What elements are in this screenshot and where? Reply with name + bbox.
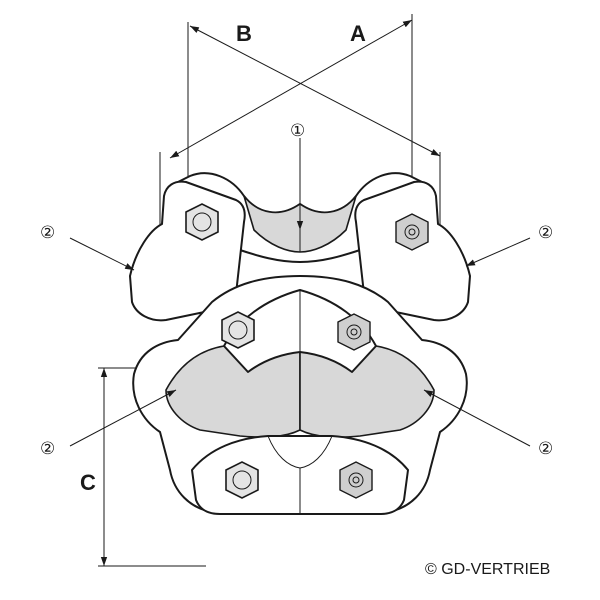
bolt-head-icon: [225, 461, 259, 499]
nut-icon: [339, 461, 373, 499]
dimension-lines: [98, 14, 441, 567]
nut-icon: [395, 213, 429, 251]
callout-leaders: [69, 138, 531, 447]
dimension-label-c: C: [80, 470, 96, 495]
dimension-label-a: A: [350, 21, 366, 46]
callout-main-part: ①: [290, 121, 305, 141]
callout-clamp-lower-right: ②: [538, 439, 553, 459]
bolts: [185, 203, 429, 499]
bolt-head-icon: [221, 311, 255, 349]
nut-icon: [337, 313, 371, 351]
copyright-notice: © GD-VERTRIEB: [425, 561, 551, 578]
callout-clamp-lower-left: ②: [40, 439, 55, 459]
dimension-label-b: B: [236, 21, 252, 46]
callout-clamp-upper-right: ②: [538, 223, 553, 243]
callout-clamp-upper-left: ②: [40, 223, 55, 243]
bolt-head-icon: [185, 203, 219, 241]
